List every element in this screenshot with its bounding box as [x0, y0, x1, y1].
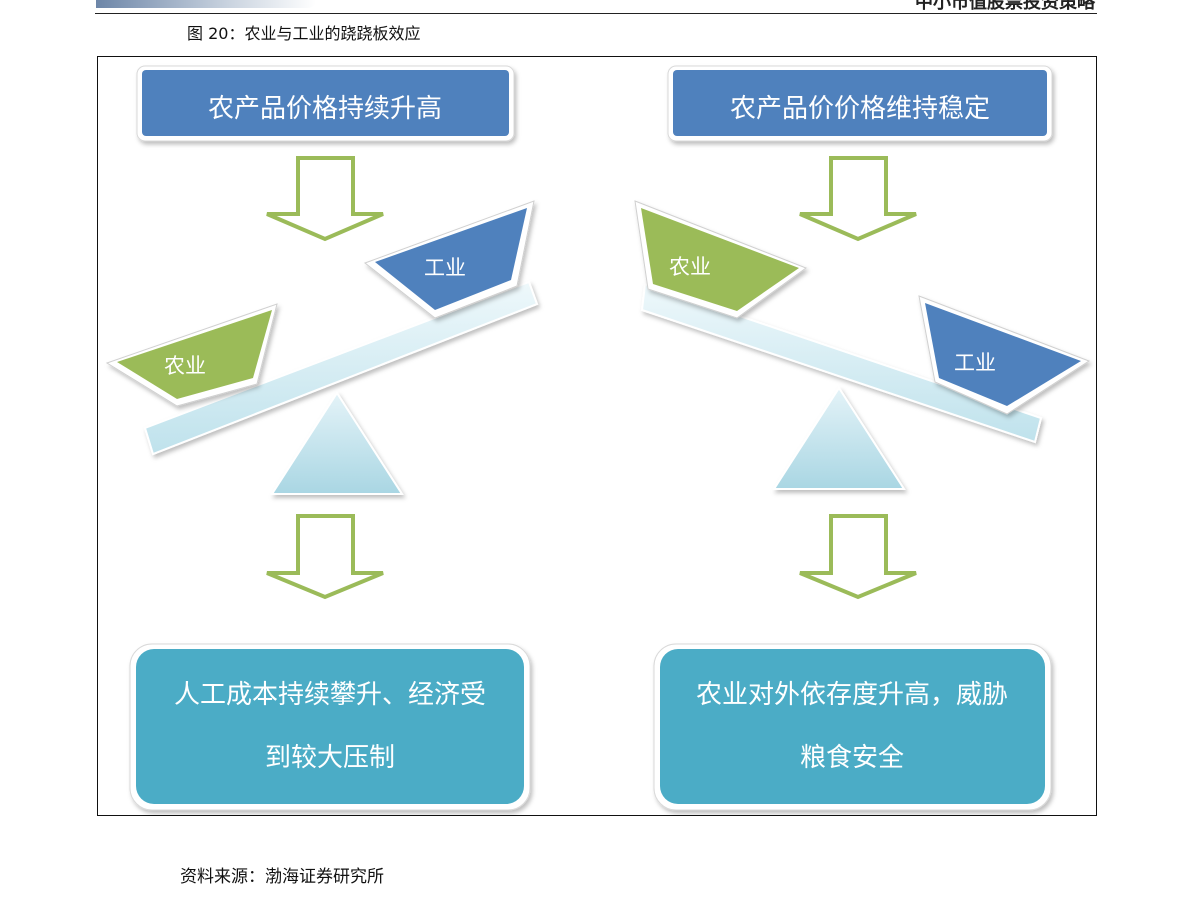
right-top-box: 农产品价价格维持稳定 — [667, 65, 1053, 142]
left-result-line1: 人工成本持续攀升、经济受 — [174, 680, 486, 710]
figure-caption: 图 20：农业与工业的跷跷板效应 — [187, 24, 421, 43]
report-title: 中小市值股票投资策略 — [915, 0, 1095, 13]
source-note: 资料来源：渤海证券研究所 — [180, 867, 384, 887]
left-agriculture-bucket: 农业 — [105, 303, 278, 407]
right-result-line1: 农业对外依存度升高，威胁 — [696, 680, 1008, 710]
figure-frame — [97, 56, 1097, 816]
left-fulcrum — [270, 391, 404, 495]
right-industry-label: 工业 — [954, 351, 996, 375]
right-fulcrum — [772, 386, 906, 490]
right-agriculture-label: 农业 — [669, 255, 711, 279]
header-logo — [96, 0, 316, 8]
left-seesaw-beam — [143, 280, 539, 456]
left-top-box: 农产品价格持续升高 — [136, 65, 515, 142]
left-result-box: 人工成本持续攀升、经济受 到较大压制 — [129, 643, 531, 811]
left-top-box-label: 农产品价格持续升高 — [208, 94, 442, 124]
left-down-arrow-2 — [266, 514, 384, 600]
left-result-line2: 到较大压制 — [265, 743, 395, 773]
left-industry-bucket: 工业 — [363, 200, 535, 319]
right-result-box: 农业对外依存度升高，威胁 粮食安全 — [653, 643, 1052, 811]
left-down-arrow-1 — [266, 156, 384, 242]
right-down-arrow-2 — [799, 514, 917, 600]
right-result-line2: 粮食安全 — [800, 743, 904, 773]
left-agriculture-label: 农业 — [164, 354, 206, 378]
right-down-arrow-1 — [799, 156, 917, 242]
left-industry-label: 工业 — [424, 256, 466, 280]
right-agriculture-bucket: 农业 — [634, 200, 808, 319]
header-rule — [95, 13, 1097, 14]
right-seesaw-beam — [640, 282, 1043, 444]
right-industry-bucket: 工业 — [918, 295, 1091, 415]
right-top-box-label: 农产品价价格维持稳定 — [730, 94, 990, 124]
seesaw-diagram: 农产品价格持续升高 农业 工业 人工成本持续攀升、经济受 到较大压制 农产品价价… — [105, 65, 1091, 811]
